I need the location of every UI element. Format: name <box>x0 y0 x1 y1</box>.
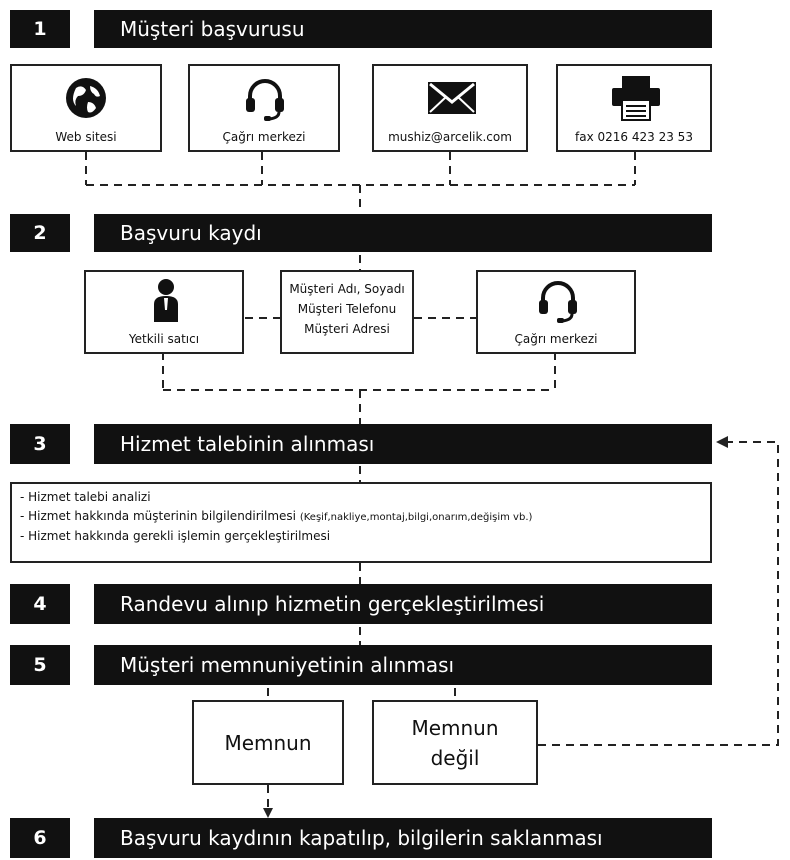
headset-icon <box>246 79 284 121</box>
service-detail-execute: - Hizmet hakkında gerekli işlemin gerçek… <box>20 529 331 543</box>
step-number-4: 4 <box>10 584 70 624</box>
info-line-name: Müşteri Adı, Soyadı <box>289 282 405 296</box>
globe-icon <box>66 78 106 118</box>
registration-callcenter: Çağrı merkezi <box>476 270 636 354</box>
channel-email-label: mushiz@arcelik.com <box>388 130 512 144</box>
info-line-address: Müşteri Adresi <box>304 322 390 336</box>
fax-icon <box>612 76 660 121</box>
registration-dealer-label: Yetkili satıcı <box>128 332 200 346</box>
registration-callcenter-label: Çağrı merkezi <box>514 332 598 346</box>
service-detail-inform-text: - Hizmet hakkında müşterinin bilgilendir… <box>20 509 297 523</box>
channel-web: Web sitesi <box>10 64 162 152</box>
service-details-box: - Hizmet talebi analizi - Hizmet hakkınd… <box>10 482 712 563</box>
step-title-3: Hizmet talebinin alınması <box>94 424 712 464</box>
registration-dealer: Yetkili satıcı <box>84 270 244 354</box>
service-detail-inform-note: (Keşif,nakliye,montaj,bilgi,onarım,değiş… <box>299 512 533 523</box>
channel-fax-label: fax 0216 423 23 53 <box>575 130 693 144</box>
step-number-3: 3 <box>10 424 70 464</box>
satisfied-box: Memnun <box>192 700 344 785</box>
channel-callcenter: Çağrı merkezi <box>188 64 340 152</box>
step-title-5: Müşteri memnuniyetinin alınması <box>94 645 712 685</box>
not-satisfied-label-1: Memnun <box>411 716 499 740</box>
info-line-phone: Müşteri Telefonu <box>297 302 397 316</box>
step-title-4: Randevu alınıp hizmetin gerçekleştirilme… <box>94 584 712 624</box>
channel-fax: fax 0216 423 23 53 <box>556 64 712 152</box>
step-number-2: 2 <box>10 214 70 252</box>
step-number-6: 6 <box>10 818 70 858</box>
step-number-1: 1 <box>10 10 70 48</box>
headset-icon <box>539 281 577 323</box>
channel-email: mushiz@arcelik.com <box>372 64 528 152</box>
not-satisfied-label-2: değil <box>430 746 480 770</box>
channel-web-label: Web sitesi <box>55 130 117 144</box>
step-title-2: Başvuru kaydı <box>94 214 712 252</box>
envelope-icon <box>428 82 476 114</box>
channel-callcenter-label: Çağrı merkezi <box>222 130 306 144</box>
person-icon <box>154 279 178 322</box>
step-number-5: 5 <box>10 645 70 685</box>
registration-info: Müşteri Adı, Soyadı Müşteri Telefonu Müş… <box>280 270 414 354</box>
service-detail-inform: - Hizmet hakkında müşterinin bilgilendir… <box>20 509 532 523</box>
service-detail-analysis: - Hizmet talebi analizi <box>20 490 151 504</box>
step-title-6: Başvuru kaydının kapatılıp, bilgilerin s… <box>94 818 712 858</box>
step-title-1: Müşteri başvurusu <box>94 10 712 48</box>
not-satisfied-box: Memnun değil <box>372 700 538 785</box>
satisfied-label: Memnun <box>224 730 312 755</box>
